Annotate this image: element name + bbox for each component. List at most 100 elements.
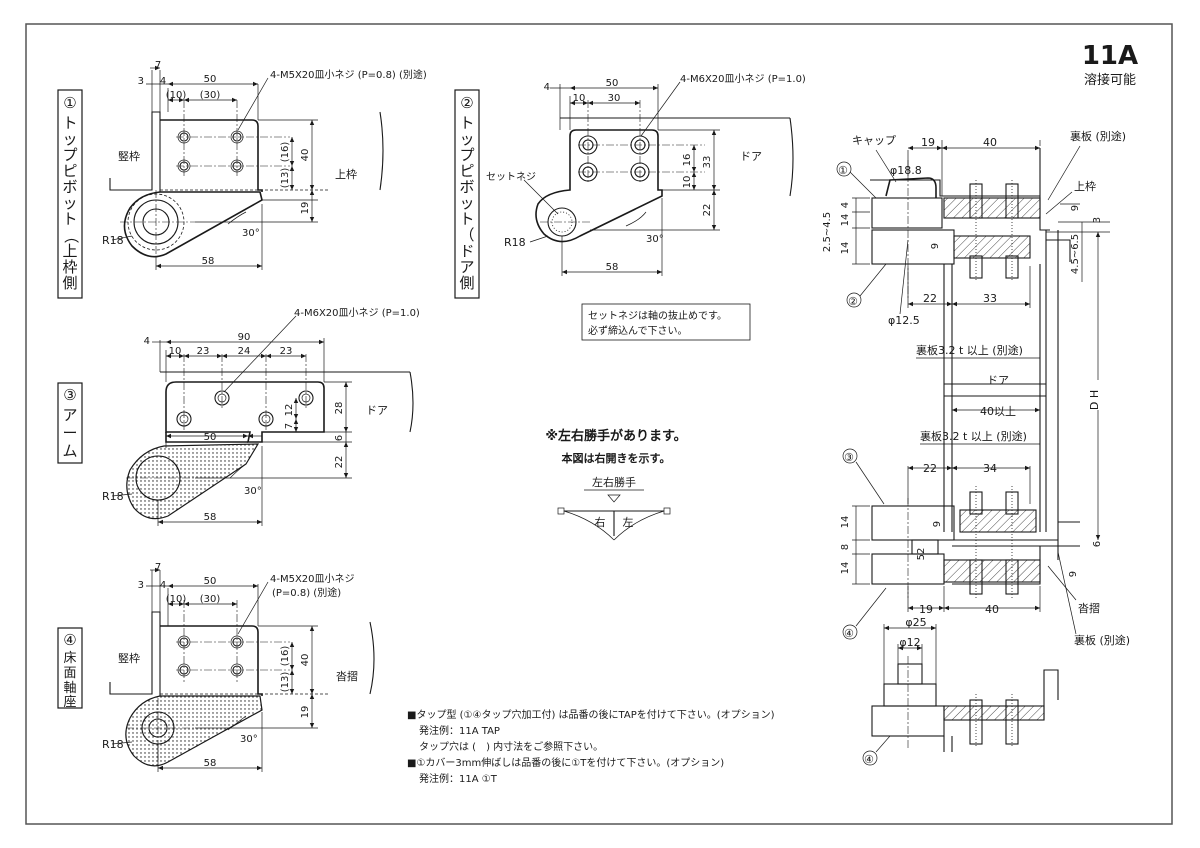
part1-dim-50: 50 bbox=[204, 74, 217, 85]
part1-char: 上 bbox=[62, 242, 77, 260]
hand-note-line1: ※左右勝手があります。 bbox=[545, 428, 686, 444]
part4-char: 座 bbox=[63, 695, 76, 710]
part3-screw-note: 4-M6X20皿小ネジ (P=1.0) bbox=[294, 307, 420, 319]
part3-label: ③ ア ー ム bbox=[57, 382, 83, 464]
part4-dim-30deg: 30° bbox=[240, 734, 258, 745]
part2-char: （ bbox=[459, 226, 474, 244]
section-dim-8: 8 bbox=[840, 544, 851, 550]
part3-dim-6: 6 bbox=[334, 435, 345, 441]
section-backplate-32a: 裏板3.2 t 以上 (別途) bbox=[916, 343, 1023, 357]
section-cap-label: キャップ bbox=[852, 134, 896, 147]
part3-dim-7: 7 bbox=[284, 423, 295, 429]
part4-char: 軸 bbox=[63, 681, 76, 696]
part1-dim-19: 19 bbox=[300, 202, 311, 215]
part3-label-num: ③ bbox=[63, 386, 76, 404]
section-dim-2-5-4-5: 2.5~4.5 bbox=[822, 212, 833, 252]
part4-dim-50: 50 bbox=[204, 576, 217, 587]
part3-char: ー bbox=[62, 424, 77, 442]
section-dim-4-5-6-5: 4.5~6.5 bbox=[1070, 234, 1081, 274]
section-dim-14d: 14 bbox=[840, 562, 851, 575]
part1-frame-label: 竪枠 bbox=[118, 149, 140, 163]
part2-dim-4: 4 bbox=[544, 82, 550, 93]
part2-char: ッ bbox=[459, 130, 474, 148]
part1-drawing: 7 3 4 50 (10) (30) 4-M5X20皿小ネジ (P=0.8) (… bbox=[102, 60, 427, 270]
part3-dim-90: 90 bbox=[238, 332, 251, 343]
part4-drawing: 7 3 4 50 (10) (30) 4-M5X20皿小ネジ (P=0.8) (… bbox=[102, 562, 375, 772]
part3-dim-24: 24 bbox=[238, 346, 251, 357]
section-dim-19b: 19 bbox=[919, 603, 933, 616]
part1-dim-10: (10) bbox=[166, 90, 187, 101]
part4-screw-note-2: (P=0.8) (別途) bbox=[272, 586, 341, 599]
part1-char: 側 bbox=[62, 274, 77, 292]
part4-dim-40: 40 bbox=[300, 654, 311, 667]
part4-dim-30: (30) bbox=[200, 594, 221, 605]
part3-dim-58: 58 bbox=[204, 512, 217, 523]
section-dim-14c: 14 bbox=[840, 516, 851, 529]
section-callout-4a: ④ bbox=[844, 627, 854, 640]
section-phi-18-8: φ18.8 bbox=[890, 164, 922, 177]
section-phi-25: φ25 bbox=[905, 616, 926, 629]
section-backplate-top: 裏板 (別途) bbox=[1070, 129, 1126, 143]
part1-dim-58: 58 bbox=[202, 256, 215, 267]
part4-label: ④ 床 面 軸 座 bbox=[57, 627, 83, 710]
part4-screw-note-1: 4-M5X20皿小ネジ bbox=[270, 573, 355, 585]
section-dim-40min: 40以上 bbox=[980, 405, 1016, 418]
section-phi-12: φ12 bbox=[899, 636, 920, 649]
note-line1: ■タップ型 (①④タップ穴加工付) は品番の後にTAPを付けて下さい。(オプショ… bbox=[407, 708, 775, 721]
header: 11A 溶接可能 bbox=[1082, 41, 1138, 88]
part4-dim-3: 3 bbox=[138, 580, 144, 591]
part1-screw-note: 4-M5X20皿小ネジ (P=0.8) (別途) bbox=[270, 68, 427, 81]
part3-dim-10: 10 bbox=[169, 346, 182, 357]
part2-dim-10b: 10 bbox=[682, 176, 693, 189]
part1-dim-3: 3 bbox=[138, 76, 144, 87]
part1-dim-30: (30) bbox=[200, 90, 221, 101]
part1-dim-r18: R18 bbox=[102, 234, 124, 247]
part1-dim-4: 4 bbox=[160, 76, 166, 87]
part4-frame-label: 竪枠 bbox=[118, 651, 140, 665]
part2-char: ピ bbox=[459, 162, 474, 180]
part2-dim-r18: R18 bbox=[504, 236, 526, 249]
part2-char: ッ bbox=[459, 194, 474, 212]
section-backplate-32b: 裏板3.2 t 以上 (別途) bbox=[920, 429, 1027, 443]
section-door-label: ドア bbox=[987, 374, 1009, 387]
hand-right: 右 bbox=[595, 515, 606, 529]
part3-side-label: ドア bbox=[366, 404, 388, 417]
bottom-notes: ■タップ型 (①④タップ穴加工付) は品番の後にTAPを付けて下さい。(オプショ… bbox=[407, 708, 775, 785]
section-callout-1: ① bbox=[838, 164, 848, 177]
part3-dim-4: 4 bbox=[144, 336, 150, 347]
part2-char: ト bbox=[459, 114, 474, 132]
part2-char: ド bbox=[459, 242, 474, 260]
part4-dim-7: 7 bbox=[155, 562, 161, 573]
note-line4: ■①カバー3mm伸ばしは品番の後に①Tを付けて下さい。(オプション) bbox=[407, 756, 724, 769]
section-dim-3: 3 bbox=[1092, 217, 1103, 223]
part1-char: ト bbox=[62, 114, 77, 132]
section-callout-2: ② bbox=[848, 295, 858, 308]
part3-drawing: 4 90 10 23 24 23 4-M6X20皿小ネジ (P=1.0) ドア … bbox=[102, 307, 420, 526]
section-dim-9c: 9 bbox=[932, 521, 943, 527]
section-dim-6: 6 bbox=[1092, 541, 1103, 547]
part2-note-line1: セットネジは軸の抜止めです。 bbox=[588, 309, 727, 322]
part1-char: ボ bbox=[62, 178, 77, 196]
model-number: 11A bbox=[1082, 41, 1138, 71]
part2-char: 側 bbox=[459, 274, 474, 292]
part2-char: ト bbox=[459, 210, 474, 228]
part4-dim-10: (10) bbox=[166, 594, 187, 605]
part1-label: ① ト ッ プ ピ ボ ッ ト （ 上 枠 側 bbox=[57, 89, 83, 299]
part2-dim-30deg: 30° bbox=[646, 234, 664, 245]
part3-char: ア bbox=[62, 406, 77, 424]
section-dim-9a: 9 bbox=[1070, 205, 1081, 211]
section-dim-33: 33 bbox=[983, 292, 997, 305]
part2-label: ② ト ッ プ ピ ボ ッ ト （ ド ア 側 bbox=[454, 89, 480, 299]
part3-char: ム bbox=[62, 442, 77, 460]
part1-char: （ bbox=[62, 228, 80, 243]
model-subtitle: 溶接可能 bbox=[1084, 72, 1136, 88]
section-dim-9d: 9 bbox=[1068, 571, 1079, 577]
section-threshold-label: 沓摺 bbox=[1078, 601, 1100, 615]
part1-dim-7: 7 bbox=[155, 60, 161, 71]
part2-dim-58: 58 bbox=[606, 262, 619, 273]
section-top-frame: 上枠 bbox=[1074, 179, 1096, 193]
note-line3: タップ穴は ( ) 内寸法をご参照下さい。 bbox=[419, 740, 603, 753]
part2-screw-note: 4-M6X20皿小ネジ (P=1.0) bbox=[680, 73, 806, 85]
section-dim-14b: 14 bbox=[840, 242, 851, 255]
part3-dim-12: 12 bbox=[284, 404, 295, 417]
